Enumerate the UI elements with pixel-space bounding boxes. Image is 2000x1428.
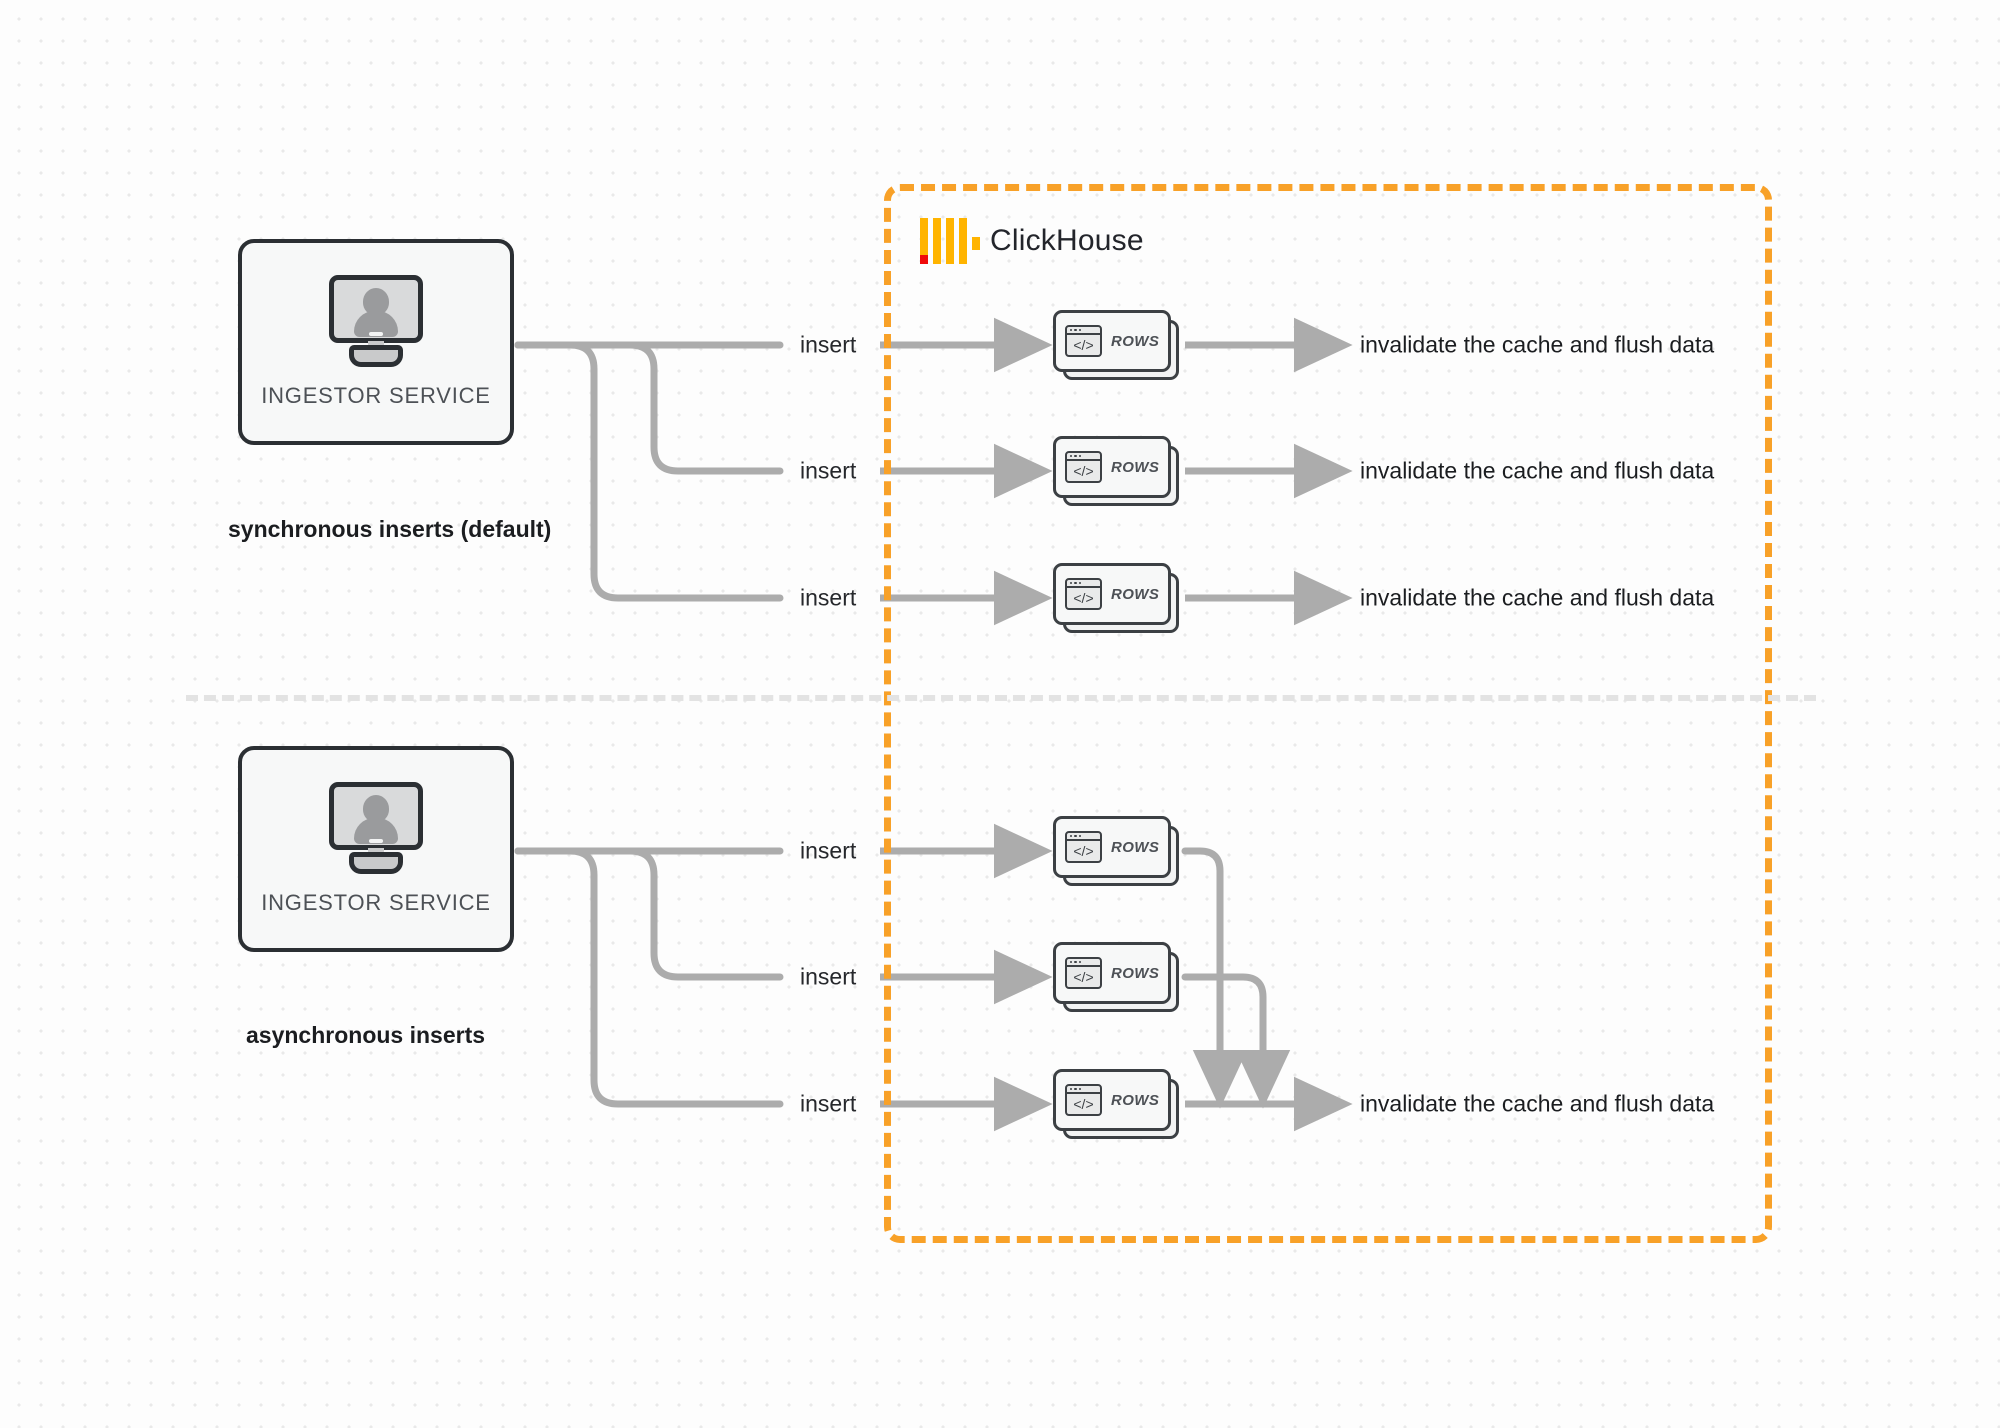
code-glyph: </> xyxy=(1073,463,1094,479)
rows-card-sync-1[interactable]: </> ROWS xyxy=(1053,310,1179,380)
rows-card-label: ROWS xyxy=(1111,838,1160,856)
code-window-icon: </> xyxy=(1065,1084,1102,1116)
ingestor-service-label: INGESTOR SERVICE xyxy=(261,383,491,408)
clickhouse-brand: ClickHouse xyxy=(920,218,1144,264)
rows-card-async-3[interactable]: </> ROWS xyxy=(1053,1069,1179,1139)
section-caption-asynchronous: asynchronous inserts xyxy=(246,1022,486,1048)
rows-card-label: ROWS xyxy=(1111,332,1160,350)
rows-card-front: </> ROWS xyxy=(1053,436,1171,498)
code-glyph: </> xyxy=(1073,590,1094,606)
rows-card-front: </> ROWS xyxy=(1053,310,1171,372)
section-caption-synchronous: synchronous inserts (default) xyxy=(228,516,552,542)
ingestor-service-node-synchronous[interactable]: INGESTOR SERVICE xyxy=(238,239,514,445)
rows-card-front: </> ROWS xyxy=(1053,942,1171,1004)
code-glyph: </> xyxy=(1073,337,1094,353)
code-window-icon: </> xyxy=(1065,957,1102,989)
rows-card-label: ROWS xyxy=(1111,964,1160,982)
code-window-icon: </> xyxy=(1065,831,1102,863)
rows-card-label: ROWS xyxy=(1111,1091,1160,1109)
edge-label-insert-async-1: insert xyxy=(800,837,857,864)
edge-label-outcome-sync-3: invalidate the cache and flush data xyxy=(1360,584,1715,611)
rows-card-sync-2[interactable]: </> ROWS xyxy=(1053,436,1179,506)
code-glyph: </> xyxy=(1073,1096,1094,1112)
edge-label-insert-sync-3: insert xyxy=(800,584,857,611)
section-divider xyxy=(186,695,1816,701)
rows-card-sync-3[interactable]: </> ROWS xyxy=(1053,563,1179,633)
clickhouse-boundary xyxy=(884,184,1772,1243)
edge-label-insert-async-3: insert xyxy=(800,1090,857,1117)
code-window-icon: </> xyxy=(1065,325,1102,357)
rows-card-async-2[interactable]: </> ROWS xyxy=(1053,942,1179,1012)
clickhouse-logo-icon xyxy=(920,218,980,264)
edge-label-outcome-sync-1: invalidate the cache and flush data xyxy=(1360,331,1715,358)
ingestor-service-node-asynchronous[interactable]: INGESTOR SERVICE xyxy=(238,746,514,952)
code-window-icon: </> xyxy=(1065,578,1102,610)
edge-label-outcome-sync-2: invalidate the cache and flush data xyxy=(1360,457,1715,484)
monitor-user-icon xyxy=(325,275,427,369)
code-glyph: </> xyxy=(1073,843,1094,859)
rows-card-label: ROWS xyxy=(1111,458,1160,476)
rows-card-front: </> ROWS xyxy=(1053,816,1171,878)
clickhouse-brand-label: ClickHouse xyxy=(990,224,1144,257)
edge-label-insert-async-2: insert xyxy=(800,963,857,990)
edge-label-insert-sync-1: insert xyxy=(800,331,857,358)
code-window-icon: </> xyxy=(1065,451,1102,483)
ingestor-service-label: INGESTOR SERVICE xyxy=(261,890,491,915)
rows-card-front: </> ROWS xyxy=(1053,563,1171,625)
edge-label-outcome-async-merged: invalidate the cache and flush data xyxy=(1360,1090,1715,1117)
edge-label-insert-sync-2: insert xyxy=(800,457,857,484)
monitor-user-icon xyxy=(325,782,427,876)
rows-card-front: </> ROWS xyxy=(1053,1069,1171,1131)
rows-card-async-1[interactable]: </> ROWS xyxy=(1053,816,1179,886)
code-glyph: </> xyxy=(1073,969,1094,985)
rows-card-label: ROWS xyxy=(1111,585,1160,603)
